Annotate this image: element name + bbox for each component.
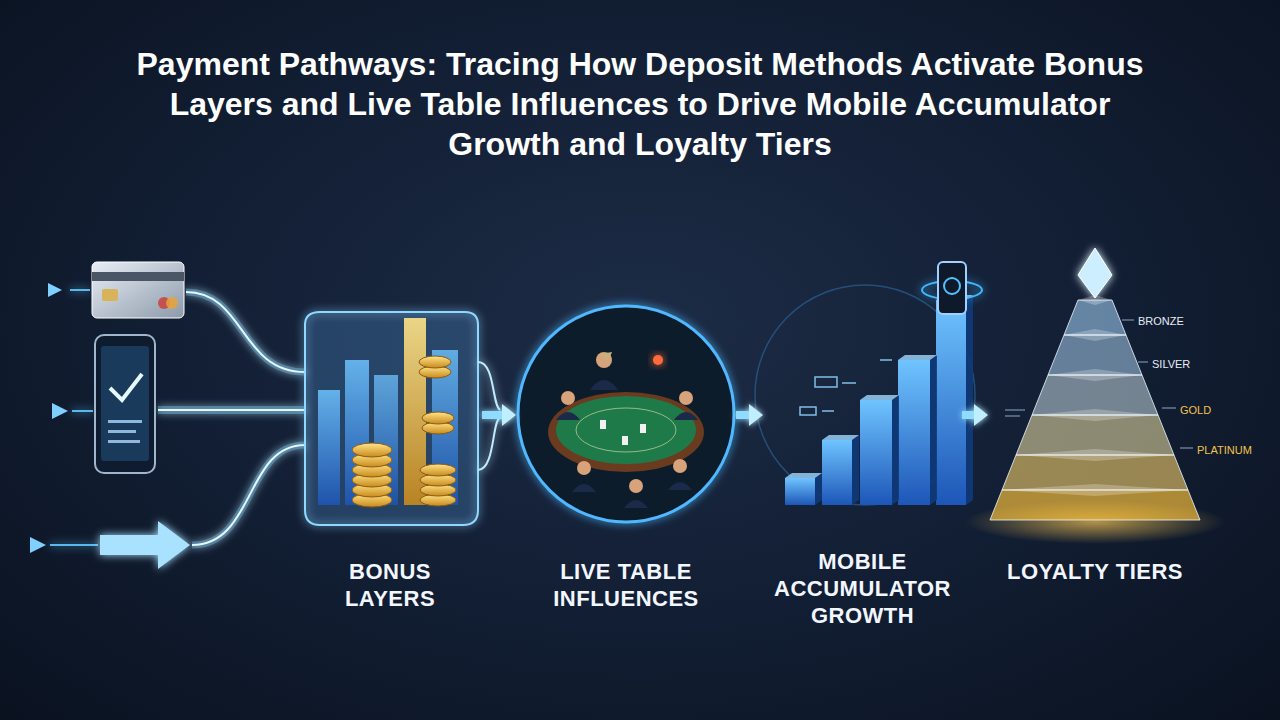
phone-icon — [95, 335, 155, 473]
bonus-panel — [305, 312, 478, 525]
stage-label: BONUS LAYERS — [320, 558, 460, 612]
flow-arrow — [736, 404, 763, 426]
tier-label: GOLD — [1180, 403, 1211, 417]
tier-label: SILVER — [1152, 357, 1190, 371]
tier-label: BRONZE — [1138, 314, 1184, 328]
transfer-arrow — [100, 521, 190, 569]
stage-box: LOYALTY TIERS — [990, 250, 1200, 585]
input-arrows — [30, 283, 68, 553]
flow-lines — [50, 290, 305, 545]
stage-label: MOBILE ACCUMULATOR GROWTH — [765, 548, 960, 629]
flow-arrow — [482, 404, 516, 426]
stage-box: LIVE TABLE INFLUENCES — [518, 305, 734, 612]
title: Payment Pathways: Tracing How Deposit Me… — [120, 44, 1160, 164]
credit-card — [92, 262, 184, 318]
stage-label: LOYALTY TIERS — [990, 558, 1200, 585]
stage-box: BONUS LAYERS — [300, 305, 480, 612]
tier-label: PLATINUM — [1197, 443, 1252, 457]
flow-arrow — [962, 404, 988, 426]
growth-chart — [755, 262, 982, 505]
live-table — [518, 306, 734, 522]
stage-box: MOBILE ACCUMULATOR GROWTH — [765, 280, 960, 629]
loyalty-pyramid — [965, 248, 1225, 544]
stage-label: LIVE TABLE INFLUENCES — [518, 558, 734, 612]
